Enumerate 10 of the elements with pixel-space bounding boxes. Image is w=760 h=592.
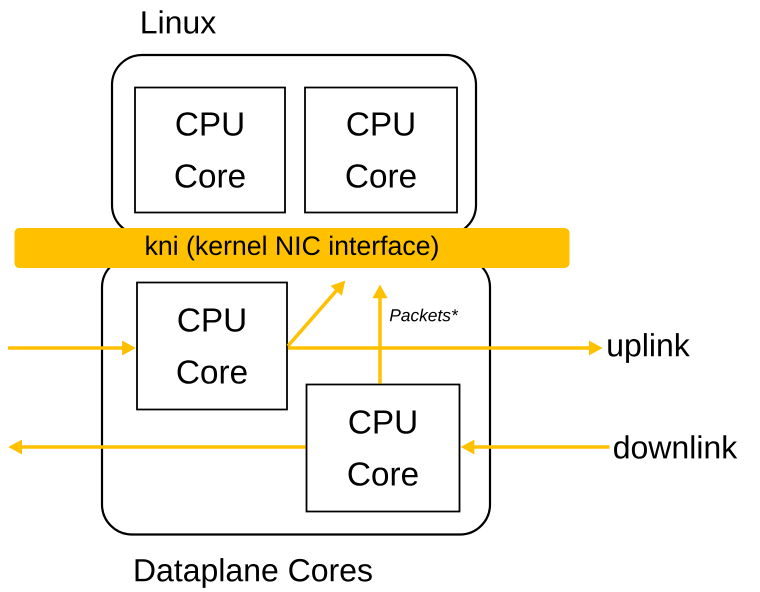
port-label: uplink: [608, 333, 690, 363]
core-box: CPU Core: [134, 86, 286, 214]
core-box: CPU Core: [304, 86, 458, 214]
interface-band: kni (kernel NIC interface): [14, 228, 570, 268]
box-heading: Dataplane Cores: [136, 558, 372, 588]
edge-label: Packets*: [388, 308, 459, 322]
core-box: CPU Core: [306, 384, 460, 512]
box-heading: Linux: [142, 10, 216, 34]
port-label: downlink: [614, 435, 738, 459]
core-box: CPU Core: [136, 282, 288, 410]
